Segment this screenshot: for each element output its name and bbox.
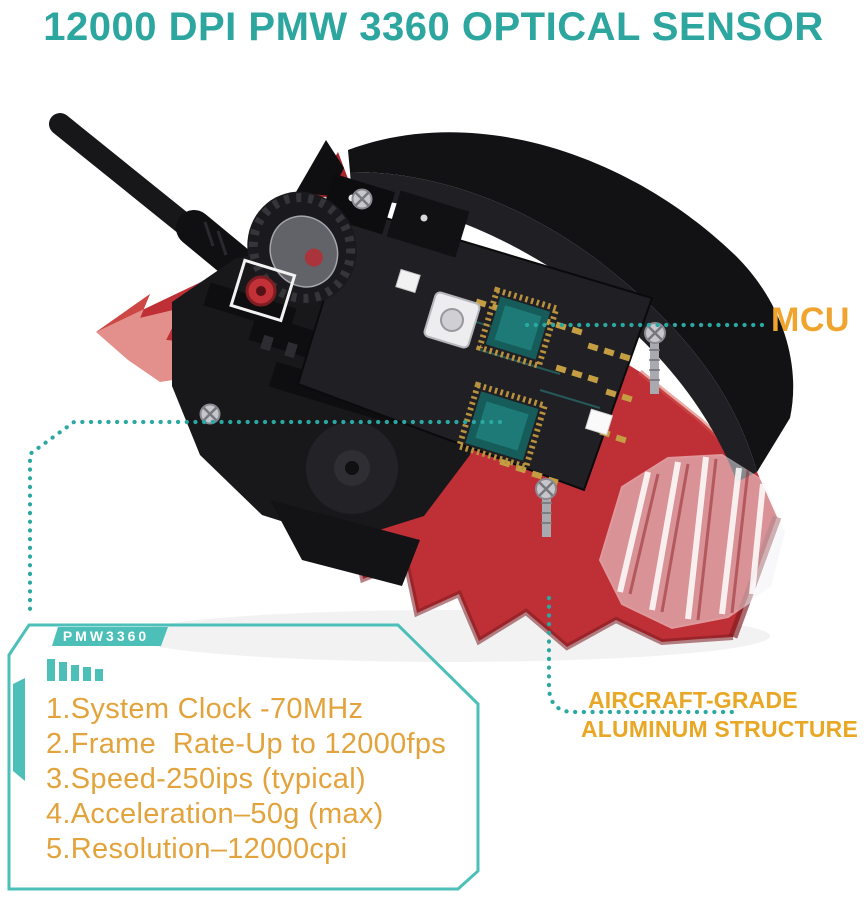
scroll-wheel [247, 191, 357, 305]
led-square [395, 268, 421, 294]
aluminum-callout-line [546, 595, 739, 715]
mcu-chip [475, 286, 561, 370]
spec-box-outline [7, 623, 480, 891]
aluminum-callout-line2: ALUMINUM STRUCTURE [581, 716, 859, 742]
sensor-spec-list: 1.System Clock -70MHz 2.Frame Rate-Up to… [46, 692, 446, 867]
pmw3360-tag-label: PMW3360 [62, 628, 150, 644]
spec-item: 3.Speed-250ips (typical) [46, 763, 366, 795]
sensor-callout-line [27, 419, 503, 618]
aluminum-callout-line1: AIRCRAFT-GRADE [588, 687, 798, 713]
wheel-axle [229, 258, 297, 323]
solder-pads [475, 298, 633, 486]
mouse-cable [49, 113, 258, 284]
tactile-switch [423, 291, 481, 349]
optical-sensor-chip [455, 381, 549, 471]
screws [199, 188, 666, 537]
pmw3360-tag-shape [52, 627, 168, 646]
signal-bars-icon [47, 659, 103, 681]
crystal-light-guide [598, 453, 788, 630]
exploded-mouse-illustration [49, 113, 794, 651]
spec-item: 1.System Clock -70MHz [46, 693, 364, 725]
page-title: 12000 DPI PMW 3360 OPTICAL SENSOR [43, 5, 824, 49]
led-square [584, 408, 614, 436]
spec-item: 2.Frame Rate-Up to 12000fps [46, 728, 447, 760]
callout-lines [27, 322, 769, 715]
spec-item: 5.Resolution–12000cpi [46, 833, 348, 865]
spec-box [7, 623, 480, 891]
mcu-callout-label: MCU [771, 301, 850, 339]
spec-item: 4.Acceleration–50g (max) [46, 798, 384, 830]
accent-bar [13, 678, 25, 781]
